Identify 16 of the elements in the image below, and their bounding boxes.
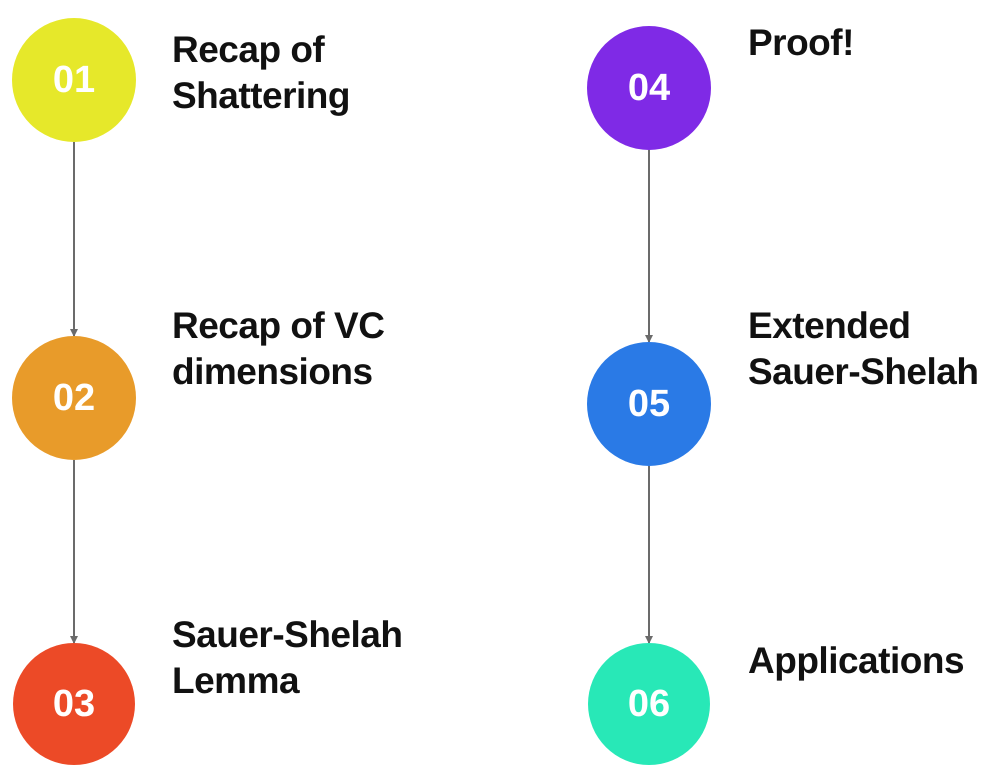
step-heading: Recap of VC dimensions — [172, 304, 386, 394]
arrow — [70, 460, 78, 644]
step-circle: 06 — [588, 643, 710, 765]
step-circle: 03 — [13, 643, 135, 765]
step-heading: Sauer-Shelah Lemma — [172, 613, 404, 703]
arrow — [645, 466, 653, 644]
step-heading: Recap of Shattering — [172, 28, 351, 118]
arrow — [70, 142, 78, 337]
step-heading: Extended Sauer-Shelah — [748, 304, 980, 394]
step-circle: 01 — [12, 18, 136, 142]
step-circle: 02 — [12, 336, 136, 460]
step-circle: 05 — [587, 342, 711, 466]
step-circle: 04 — [587, 26, 711, 150]
step-heading: Applications — [748, 639, 966, 683]
step-heading: Proof! — [748, 21, 855, 65]
arrow — [645, 150, 653, 343]
